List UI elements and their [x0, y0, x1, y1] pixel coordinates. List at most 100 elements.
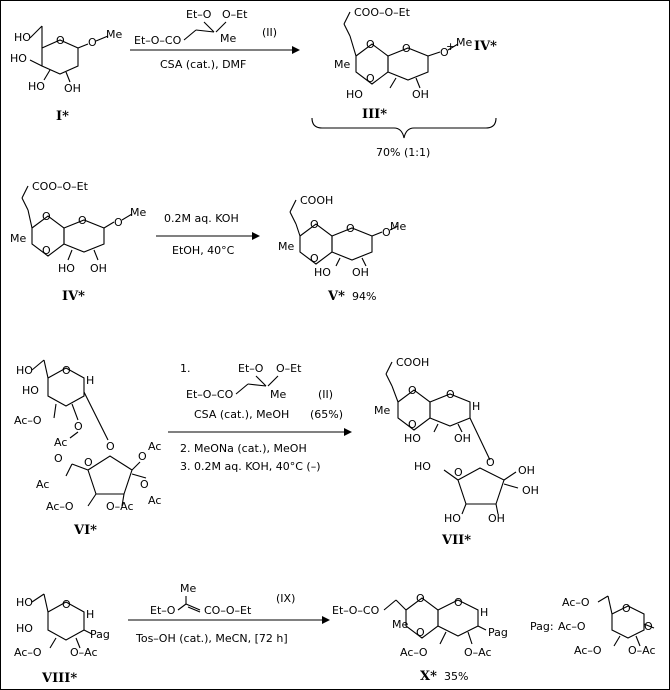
atom-label: O	[84, 456, 93, 469]
atom-label: Me	[130, 206, 146, 219]
atom-label: O	[446, 388, 455, 401]
atom-label: OH	[412, 88, 429, 101]
atom-OH: OH	[64, 82, 81, 95]
atom-label: H	[480, 606, 488, 619]
atom-label: (IX)	[276, 592, 295, 605]
compound-label-VIII: VIII*	[41, 671, 77, 686]
reagent-tag-II: (II)	[262, 26, 277, 39]
atom-label: OH	[454, 432, 471, 445]
compound-label-VII: VII*	[441, 533, 471, 548]
reagent-et-o-co: Et–O–CO	[134, 34, 182, 47]
atom-label: (II)	[318, 388, 333, 401]
compound-label-V: V*	[327, 289, 345, 304]
atom-Me: Me	[106, 28, 122, 41]
compound-label-IV-ref: IV*	[474, 39, 497, 54]
conditions-3-step3: 3. 0.2M aq. KOH, 40°C (–)	[180, 460, 320, 473]
atom-label: O	[408, 384, 417, 397]
atom-label: O	[62, 598, 71, 611]
yield-V: 94%	[352, 290, 376, 303]
atom-label: Ac	[54, 436, 67, 449]
compound-X-structure: Et–O–CO O O Me O H Pag Ac–O O–Ac	[332, 592, 508, 659]
atom-label: Ac–O	[14, 646, 42, 659]
yield-row1: 70% (1:1)	[376, 146, 430, 159]
atom-label: HO	[58, 262, 75, 275]
atom-label: Ac–O	[46, 500, 74, 513]
atom-label: HO	[414, 460, 431, 473]
reagent-et-o: Et–O	[186, 8, 212, 21]
atom-label: Pag:	[530, 620, 554, 633]
atom-label: Ac	[148, 494, 161, 507]
ester-group: COO–O–Et	[32, 180, 89, 193]
atom-label: Et–O–CO	[332, 604, 380, 617]
atom-label: O	[454, 466, 463, 479]
conditions-1: CSA (cat.), DMF	[160, 58, 246, 71]
atom-label: O	[440, 46, 449, 59]
atom-label: O	[454, 596, 463, 609]
atom-label: O	[62, 364, 71, 377]
compound-V-structure: COOH O O Me O O Me HO OH	[278, 194, 406, 279]
compound-label-III: III*	[362, 107, 387, 122]
compound-VIII-structure: HO O H Pag HO Ac–O O–Ac	[14, 593, 110, 659]
atom-label: H	[86, 374, 94, 387]
reagent-o-et: O–Et	[222, 8, 248, 21]
yield-X: 35%	[444, 670, 468, 683]
atom-label: O	[416, 626, 425, 639]
ring-oxygen: O	[56, 34, 65, 47]
conditions-2: EtOH, 40°C	[172, 244, 235, 257]
atom-label: Pag	[488, 626, 508, 639]
atom-label: O–Ac	[106, 500, 134, 513]
atom-label: Pag	[90, 628, 110, 641]
atom-label: OH	[488, 512, 505, 525]
atom-label: Ac	[36, 478, 49, 491]
atom-label: O	[416, 592, 425, 605]
atom-label: HO	[16, 622, 33, 635]
atom-label: Ac–O	[400, 646, 428, 659]
atom-label: O–Ac	[464, 646, 492, 659]
compound-label-I: I*	[56, 109, 69, 124]
ester-group: COO–O–Et	[354, 6, 411, 19]
atom-label: COOH	[396, 356, 429, 369]
atom-HO: HO	[28, 80, 45, 93]
atom-label: OH	[522, 484, 539, 497]
compound-label-VI: VI*	[73, 523, 97, 538]
atom-label: HO	[314, 266, 331, 279]
atom-label: HO	[346, 88, 363, 101]
compound-VII-structure: COOH O O Me O H HO OH O O OH OH HO HO OH	[374, 356, 539, 525]
compound-label-IV: IV*	[62, 289, 85, 304]
atom-label: O	[310, 218, 319, 231]
atom-label: O–Ac	[628, 644, 656, 657]
atom-label: Et–O	[238, 362, 264, 375]
atom-label: O	[138, 450, 147, 463]
atom-label: Me	[278, 240, 294, 253]
atom-label: OH	[518, 464, 535, 477]
compound-I-structure: HO O O Me HO HO OH	[10, 25, 122, 95]
atom-label: HO	[444, 512, 461, 525]
atom-label: Me	[456, 36, 472, 49]
atom-label: O	[644, 620, 653, 633]
atom-label: HO	[16, 364, 33, 377]
conditions-3-step1: CSA (cat.), MeOH	[194, 408, 289, 421]
atom-label: OH	[352, 266, 369, 279]
atom-label: Ac	[148, 440, 161, 453]
atom-label: O	[402, 42, 411, 55]
atom-label: Me	[270, 388, 286, 401]
reagent-II-row3: 1. Et–O O–Et Et–O–CO Me (II)	[180, 362, 333, 401]
atom-label: O	[42, 244, 51, 257]
reagent-IX-structure: Me Et–O CO–O–Et (IX)	[150, 582, 295, 617]
atom-label: O	[78, 214, 87, 227]
carboxylic-acid: COOH	[300, 194, 333, 207]
reagent-koh: 0.2M aq. KOH	[164, 212, 239, 225]
atom-label: O–Et	[276, 362, 302, 375]
atom-label: HO	[22, 384, 39, 397]
atom-label: O	[486, 456, 495, 469]
compound-label-X: X*	[420, 669, 437, 684]
atom-label: OH	[90, 262, 107, 275]
conditions-3-step2: 2. MeONa (cat.), MeOH	[180, 442, 307, 455]
atom-label: Me	[390, 220, 406, 233]
atom-label: O	[54, 452, 63, 465]
atom-label: O	[114, 216, 123, 229]
atom-label: O	[382, 226, 391, 239]
atom-label: Ac–O	[14, 414, 42, 427]
reagent-me: Me	[220, 32, 236, 45]
